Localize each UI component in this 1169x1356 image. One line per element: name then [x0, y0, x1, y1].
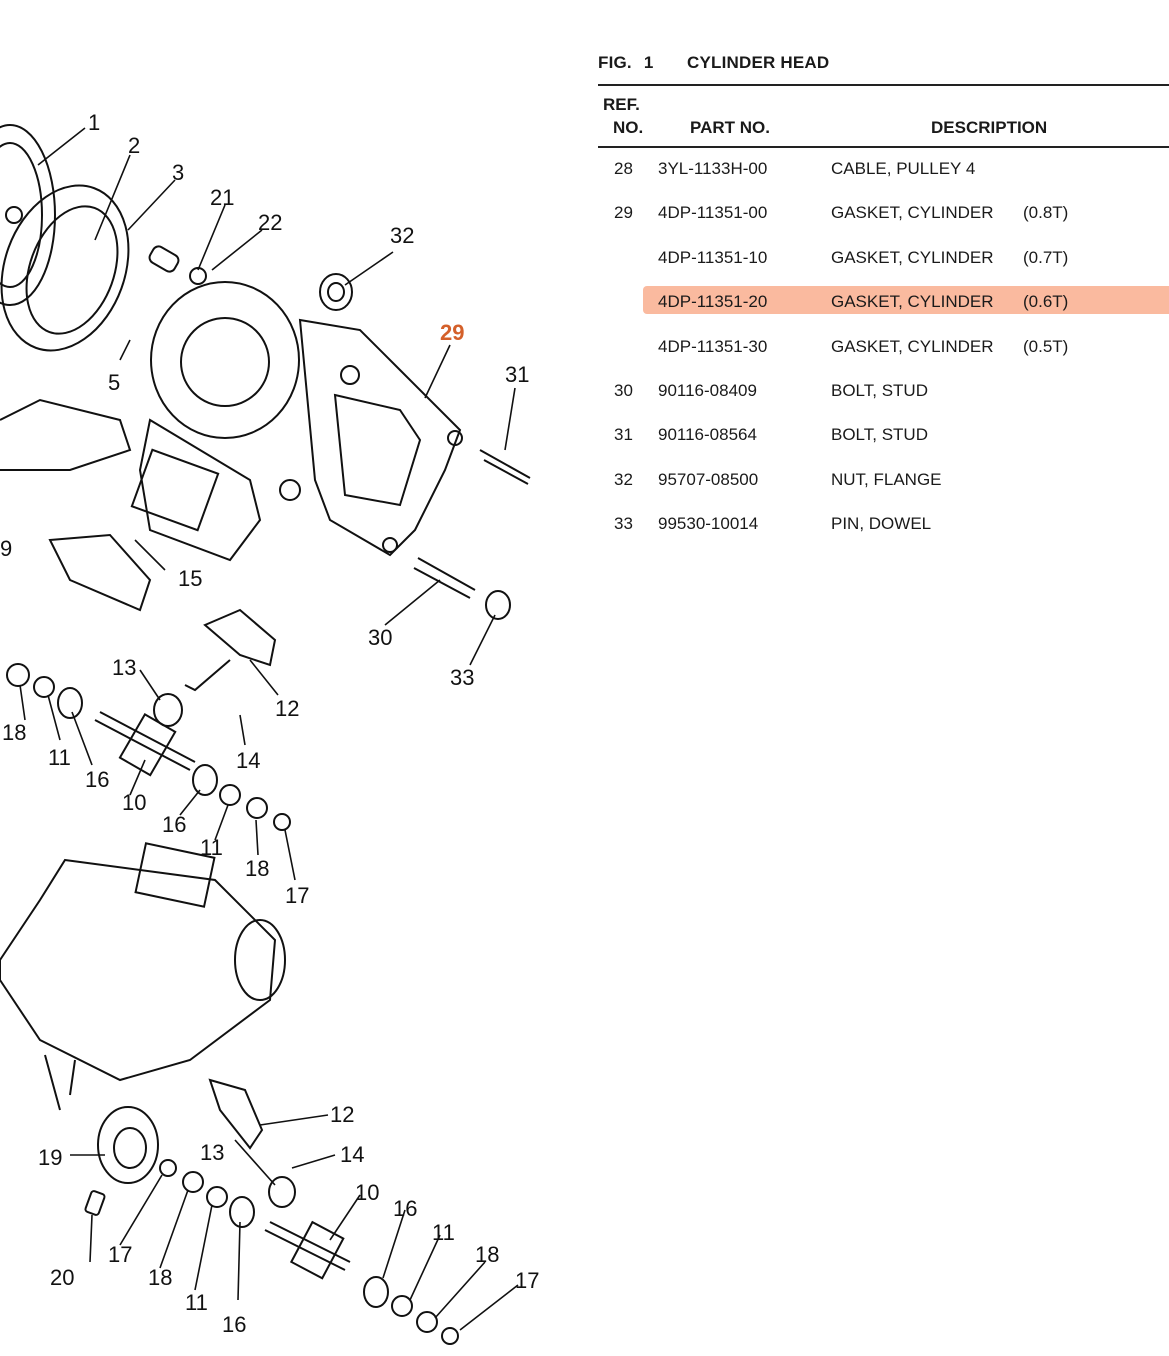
table-row: 32 95707-08500 NUT, FLANGE: [598, 470, 1169, 500]
figure-number: 1: [643, 53, 654, 72]
description-header: DESCRIPTION: [931, 118, 1048, 137]
description-cell: GASKET, CYLINDER: [831, 203, 994, 222]
size-cell: (0.5T): [1023, 337, 1069, 356]
table-row: 4DP-11351-10 GASKET, CYLINDER (0.7T): [598, 248, 1169, 278]
svg-text:11: 11: [185, 1290, 208, 1315]
svg-text:16: 16: [85, 767, 109, 792]
table-row: 4DP-11351-30 GASKET, CYLINDER (0.5T): [598, 337, 1169, 367]
table-row: 28 3YL-1133H-00 CABLE, PULLEY 4: [598, 159, 1169, 189]
svg-text:18: 18: [475, 1242, 499, 1267]
svg-text:17: 17: [285, 883, 309, 908]
svg-text:5: 5: [108, 370, 120, 395]
svg-text:11: 11: [200, 835, 223, 860]
svg-text:12: 12: [330, 1102, 354, 1127]
ref-cell: 30: [614, 381, 633, 400]
svg-text:10: 10: [122, 790, 146, 815]
svg-text:18: 18: [148, 1265, 172, 1290]
svg-text:32: 32: [390, 223, 414, 248]
svg-text:20: 20: [50, 1265, 74, 1290]
table-row: 29 4DP-11351-00 GASKET, CYLINDER (0.8T): [598, 203, 1169, 233]
svg-text:31: 31: [505, 362, 529, 387]
table-row: 30 90116-08409 BOLT, STUD: [598, 381, 1169, 411]
figure-title: CYLINDER HEAD: [687, 53, 830, 72]
size-cell: (0.6T): [1023, 292, 1069, 311]
ref-cell: 33: [614, 514, 633, 533]
o-ring-part: [0, 184, 130, 352]
ref-cell: 29: [614, 203, 633, 222]
part-number-cell: 3YL-1133H-00: [658, 159, 768, 178]
ref-cell: 28: [614, 159, 633, 178]
description-cell: NUT, FLANGE: [831, 470, 942, 489]
highlighted-callout: 29: [440, 320, 464, 345]
table-row: 4DP-11351-20 GASKET, CYLINDER (0.6T): [598, 286, 1169, 322]
svg-text:30: 30: [368, 625, 392, 650]
table-row: 31 90116-08564 BOLT, STUD: [598, 425, 1169, 455]
svg-text:1: 1: [88, 110, 100, 135]
svg-text:16: 16: [393, 1196, 417, 1221]
svg-text:12: 12: [275, 696, 299, 721]
svg-text:33: 33: [450, 665, 474, 690]
part-no-header: PART NO.: [690, 118, 770, 137]
ref-header-line2: NO.: [613, 118, 644, 137]
svg-text:19: 19: [38, 1145, 62, 1170]
description-cell: GASKET, CYLINDER: [831, 337, 994, 356]
svg-text:16: 16: [222, 1312, 246, 1337]
svg-text:18: 18: [245, 856, 269, 881]
figure-heading: FIG. 1 CYLINDER HEAD: [598, 53, 829, 73]
description-cell: CABLE, PULLEY 4: [831, 159, 976, 178]
svg-text:15: 15: [178, 566, 202, 591]
part-number-cell: 90116-08564: [658, 425, 757, 444]
description-cell: BOLT, STUD: [831, 425, 928, 444]
svg-text:11: 11: [432, 1220, 455, 1245]
part-number-cell: 99530-10014: [658, 514, 759, 533]
svg-text:17: 17: [515, 1268, 539, 1293]
part-number-cell: 4DP-11351-10: [658, 248, 768, 267]
description-cell: GASKET, CYLINDER: [831, 248, 994, 267]
housing-ring: [0, 124, 56, 306]
svg-text:14: 14: [236, 748, 260, 773]
ref-cell: 31: [614, 425, 633, 444]
part-number-cell: 4DP-11351-20: [658, 292, 768, 311]
cylinder-gasket: [298, 318, 462, 557]
svg-text:13: 13: [112, 655, 136, 680]
part-number-cell: 95707-08500: [658, 470, 759, 489]
cylinder-head-body: [150, 281, 300, 439]
svg-text:9: 9: [0, 536, 12, 561]
size-cell: (0.7T): [1023, 248, 1069, 267]
svg-text:2: 2: [128, 133, 140, 158]
header-bottom-rule: [598, 146, 1169, 148]
svg-text:16: 16: [162, 812, 186, 837]
ref-header-line1: REF.: [603, 95, 640, 114]
part-number-cell: 4DP-11351-00: [658, 203, 768, 222]
svg-text:3: 3: [172, 160, 184, 185]
part-number-cell: 4DP-11351-30: [658, 337, 768, 356]
ref-cell: 32: [614, 470, 633, 489]
svg-text:17: 17: [108, 1242, 132, 1267]
highlighter-mark: [643, 286, 1169, 314]
svg-text:21: 21: [210, 185, 234, 210]
size-cell: (0.8T): [1023, 203, 1069, 222]
table-row: 33 99530-10014 PIN, DOWEL: [598, 514, 1169, 544]
description-cell: GASKET, CYLINDER: [831, 292, 994, 311]
svg-text:18: 18: [2, 720, 26, 745]
exploded-parts-diagram: 1 2 3 21 22 32 29 31 5 15 9 30 33 13 12 …: [0, 110, 539, 1345]
svg-text:10: 10: [355, 1180, 379, 1205]
svg-text:14: 14: [340, 1142, 364, 1167]
svg-text:13: 13: [200, 1140, 224, 1165]
svg-text:11: 11: [48, 745, 71, 770]
header-top-rule: [598, 84, 1169, 86]
figure-label: FIG.: [598, 53, 632, 72]
svg-text:22: 22: [258, 210, 282, 235]
part-number-cell: 90116-08409: [658, 381, 757, 400]
description-cell: PIN, DOWEL: [831, 514, 932, 533]
description-cell: BOLT, STUD: [831, 381, 928, 400]
